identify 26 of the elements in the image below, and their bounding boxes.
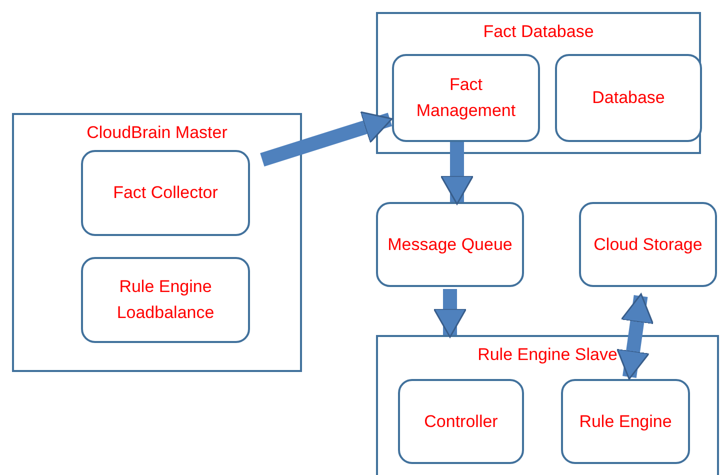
arrow (260, 111, 393, 166)
process-box (561, 379, 690, 464)
process-box (81, 150, 250, 236)
box-label: Fact Collector (113, 182, 218, 204)
group-title: Fact Database (482, 21, 595, 43)
arrow (433, 289, 467, 338)
arrow (440, 142, 474, 205)
process-box (579, 202, 717, 287)
box-label: Cloud Storage (594, 234, 702, 256)
group-box (12, 113, 302, 372)
box-label: Controller (424, 410, 498, 432)
group-box (376, 12, 701, 154)
group-box (376, 335, 719, 475)
process-box (376, 202, 524, 287)
box-label: Rule Engine (579, 410, 672, 432)
box-label: Fact Management (415, 74, 517, 122)
process-box (555, 54, 702, 142)
box-label: Database (592, 87, 665, 109)
group-title: Rule Engine Slave (476, 344, 618, 366)
process-box (398, 379, 524, 464)
box-label: Rule Engine Loadbalance (116, 276, 216, 324)
process-box (81, 257, 250, 343)
group-title: CloudBrain Master (86, 122, 228, 144)
box-label: Message Queue (388, 234, 512, 256)
process-box (392, 54, 540, 142)
arrow (616, 293, 654, 380)
